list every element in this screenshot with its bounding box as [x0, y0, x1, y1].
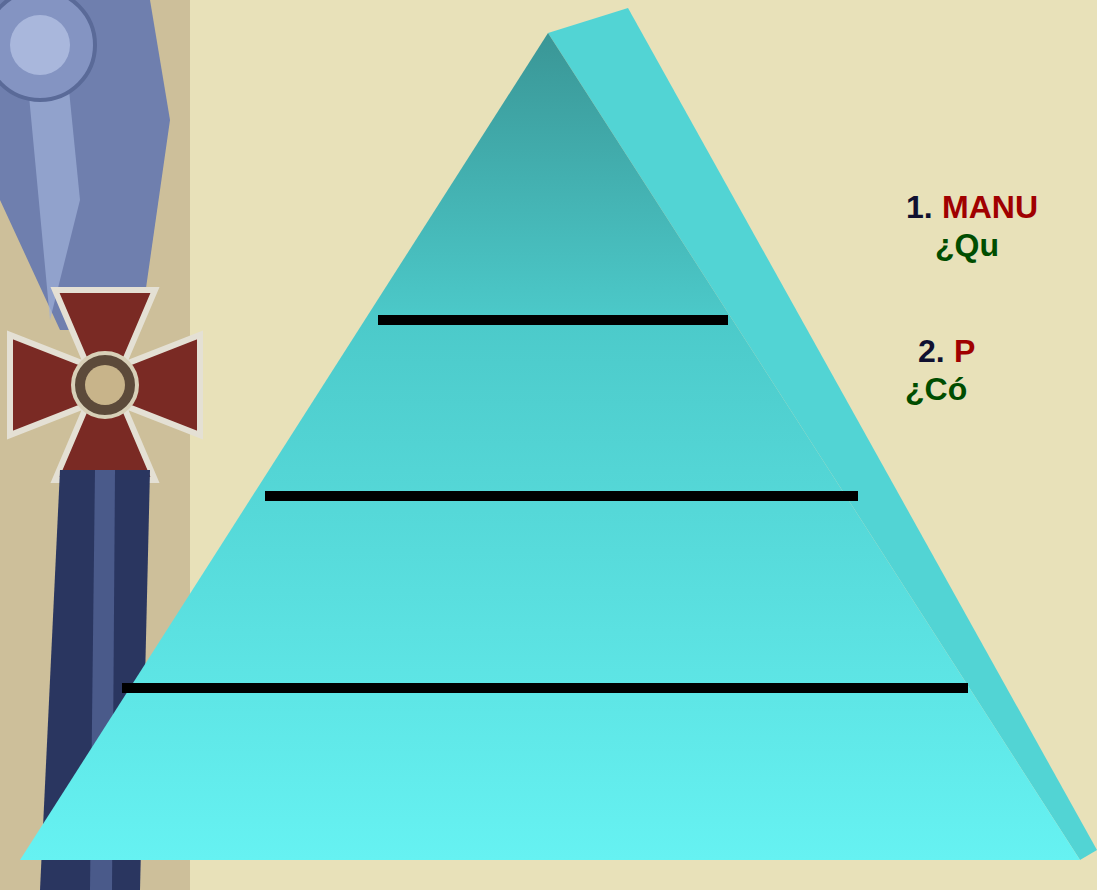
item-question: ¿Có [905, 372, 967, 407]
level-line [265, 491, 858, 501]
item-heading: P [954, 334, 975, 369]
pyramid-front [20, 33, 1080, 860]
level-line [378, 315, 728, 325]
item-heading: MANU [942, 190, 1038, 225]
item-number: 2. [918, 334, 945, 369]
item-number: 1. [906, 190, 933, 225]
item-question: ¿Qu [935, 228, 999, 263]
level-line [122, 683, 968, 693]
rosette-center [10, 15, 70, 75]
rosette [0, 0, 95, 100]
cross [10, 290, 200, 480]
